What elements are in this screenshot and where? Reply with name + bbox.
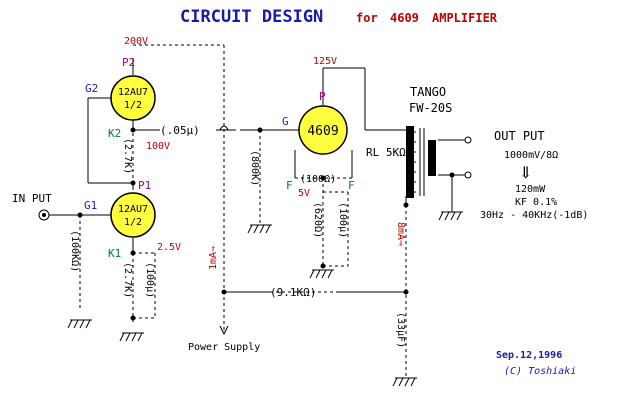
- title-amplifier: AMPLIFIER: [432, 11, 498, 25]
- tube-v1-top-section: 1/2: [124, 100, 142, 111]
- r-k1-label: (2.7K): [122, 262, 133, 298]
- crossover-hump: [219, 125, 229, 131]
- ground-symbols: [67, 211, 463, 387]
- tube-v1-bottom-type: 12AU7: [118, 204, 148, 215]
- title-for: for: [356, 11, 378, 25]
- pin-k1-label: K1: [108, 247, 121, 260]
- frequency-response-label: 30Hz - 40KHz(-1dB): [480, 210, 588, 221]
- ground-g1: [67, 319, 92, 329]
- cap-coupling-label: (.05μ): [160, 124, 200, 137]
- tube-v1-bottom-section: 1/2: [124, 217, 142, 228]
- r-620-label: (620Ω): [312, 202, 323, 238]
- current-1ma: 1mA⇒: [208, 246, 219, 270]
- voltage-125v: 125V: [313, 56, 337, 67]
- tube-4609: 4609: [298, 105, 348, 155]
- title-main: CIRCUIT DESIGN: [180, 7, 323, 27]
- r-g1-label: (100KΩ): [69, 230, 80, 272]
- r-9k-label: (9.1KΩ): [270, 286, 316, 299]
- pin-p2-label: P2: [122, 56, 135, 69]
- junction-dots: [77, 127, 455, 321]
- output-terminals: [464, 136, 472, 179]
- pin-f-right-label: F: [348, 179, 355, 192]
- down-arrow: ⇓: [519, 163, 532, 182]
- output-power-label: 120mW: [515, 184, 546, 195]
- r-grid-label: (800K): [249, 150, 260, 186]
- input-label: IN PUT: [12, 192, 52, 205]
- tube-v1-bottom: 12AU7 1/2: [110, 192, 156, 238]
- pin-p1-label: P1: [138, 179, 151, 192]
- ground-cathode: [309, 269, 334, 279]
- pin-g-label: G: [282, 115, 289, 128]
- power-supply-label: Power Supply: [188, 342, 260, 353]
- voltage-2-5v: 2.5V: [157, 242, 181, 253]
- tube-v1-top: 12AU7 1/2: [110, 75, 156, 121]
- output-transformer: [406, 126, 436, 198]
- ground-800k: [247, 224, 272, 234]
- pin-g2-label: G2: [85, 82, 98, 95]
- pin-f-left-label: F: [286, 179, 293, 192]
- pin-g1-label: G1: [84, 199, 97, 212]
- voltage-200v: 200V: [124, 36, 148, 47]
- output-label: OUT PUT: [494, 129, 545, 143]
- current-8ma: 8mA⇒: [395, 222, 406, 246]
- title-model: 4609: [390, 11, 419, 25]
- ground-k1: [119, 332, 144, 342]
- c-100-label: (100μ): [337, 202, 348, 238]
- rl-label: RL 5KΩ: [366, 146, 406, 159]
- output-level-label: 1000mV/8Ω: [504, 150, 558, 161]
- c-k1-label: (100μ): [144, 262, 155, 298]
- ground-33uf: [392, 377, 417, 387]
- voltage-5v: 5V: [298, 188, 310, 199]
- date-label: Sep.12,1996: [496, 350, 562, 361]
- transformer-model-label: FW-20S: [409, 101, 452, 115]
- voltage-100v: 100V: [146, 141, 170, 152]
- kf-label: KF 0.1%: [515, 197, 557, 208]
- copyright-label: (C) Toshiaki: [504, 366, 576, 377]
- r-k2-label: (2.7K): [122, 138, 133, 174]
- tube-4609-label: 4609: [307, 124, 338, 139]
- pin-p-label: P: [319, 90, 326, 103]
- r-filament-label: (100Ω): [300, 174, 336, 185]
- tango-label: TANGO: [410, 85, 446, 99]
- ground-output: [438, 211, 463, 221]
- pin-k2-label: K2: [108, 127, 121, 140]
- input-terminal: [38, 209, 50, 221]
- c-33-label: (33μF): [395, 312, 406, 348]
- power-supply-arrow: [219, 325, 229, 336]
- tube-v1-top-type: 12AU7: [118, 87, 148, 98]
